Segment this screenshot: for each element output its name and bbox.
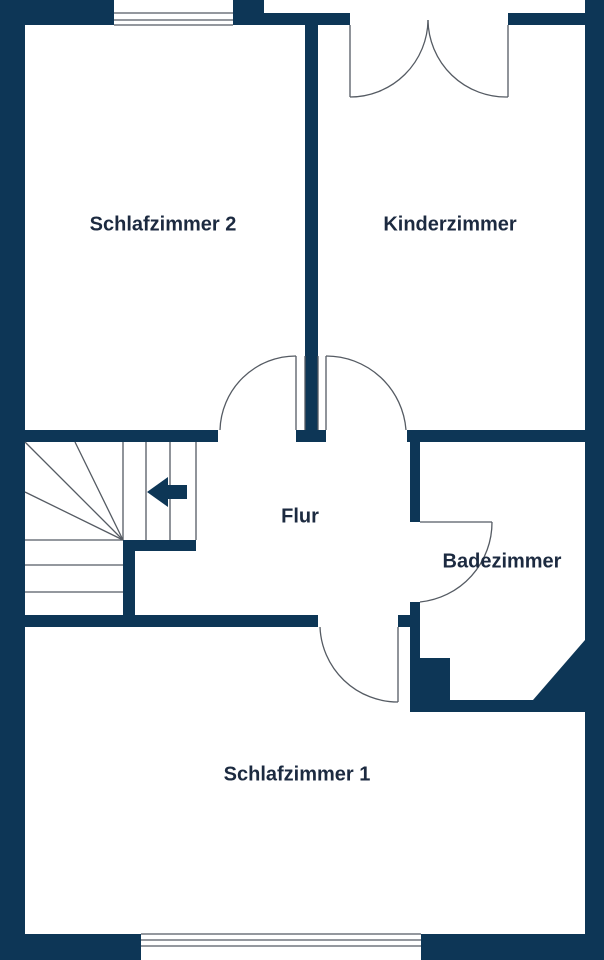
room-label-badezimmer: Badezimmer <box>442 550 562 573</box>
room-label-flur: Flur <box>281 505 319 528</box>
arrow-left-icon <box>147 477 187 507</box>
room-label-schlafzimmer-2: Schlafzimmer 2 <box>89 213 237 236</box>
room-label-kinderzimmer: Kinderzimmer <box>383 213 517 236</box>
room-label-schlafzimmer-1: Schlafzimmer 1 <box>223 763 371 786</box>
doors-windows-stairs <box>24 12 509 947</box>
